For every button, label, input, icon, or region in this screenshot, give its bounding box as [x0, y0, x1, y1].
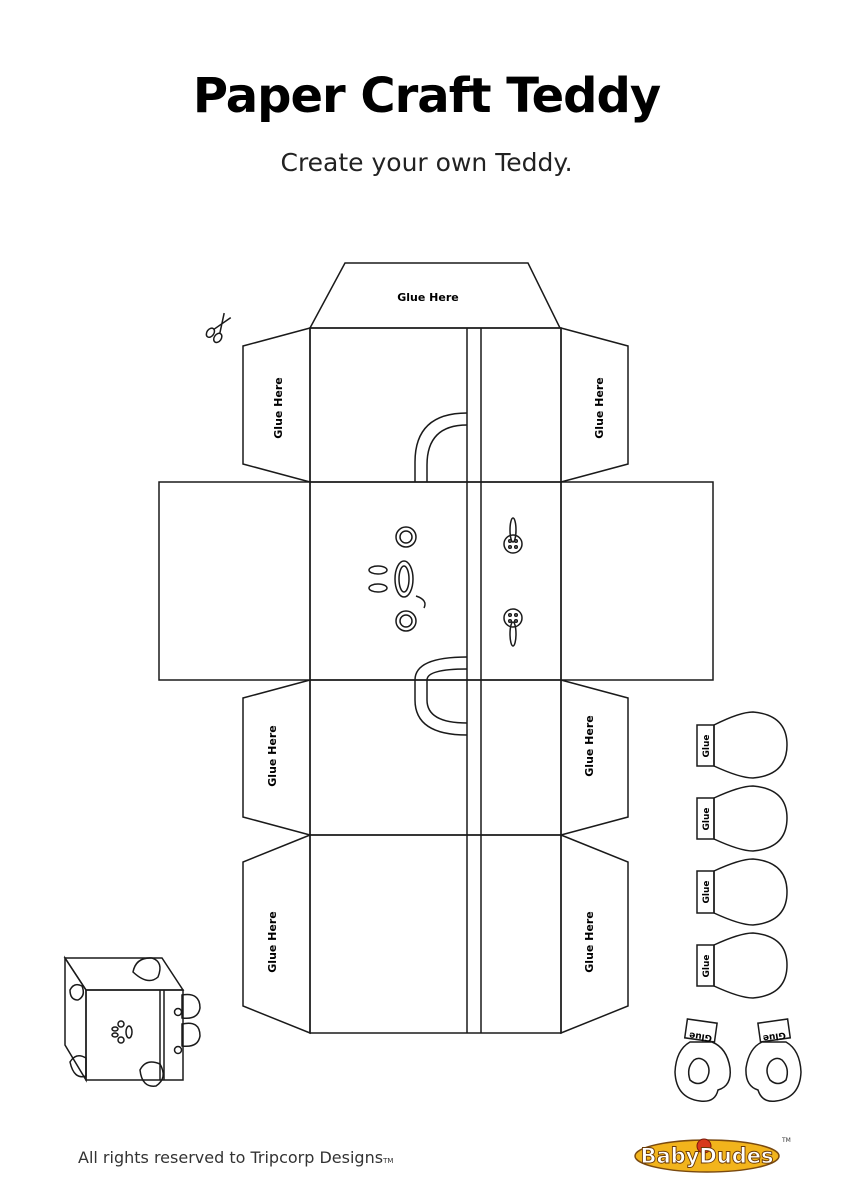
scissors-icon	[205, 312, 232, 344]
copyright-text: All rights reserved to Tripcorp Designs	[78, 1148, 384, 1167]
limb-glue-label-1: Glue	[702, 735, 712, 758]
snout-icon	[394, 560, 414, 598]
limb-glue-label-3: Glue	[702, 881, 712, 904]
lower-left-glue-flap	[242, 833, 311, 1035]
assembled-teddy-preview	[63, 955, 201, 1087]
flap-label-lower-right: Glue Here	[583, 911, 596, 972]
back-lower-panel	[309, 679, 562, 836]
flap-label-upper-left: Glue Here	[272, 377, 285, 438]
page-title: Paper Craft Teddy	[192, 68, 661, 124]
middle-right-glue-flap	[560, 679, 629, 836]
left-side-panel	[158, 481, 311, 681]
ear-piece-right	[745, 1018, 802, 1103]
flap-label-middle-right: Glue Here	[583, 715, 596, 776]
limb-piece-3	[696, 858, 788, 926]
right-side-panel	[560, 481, 714, 681]
right-eye-icon	[395, 610, 417, 632]
left-eye-icon	[395, 526, 417, 548]
face-panel	[309, 481, 562, 681]
upper-left-glue-flap	[242, 327, 311, 483]
mouth-icon	[415, 595, 426, 609]
button-icon-upper	[503, 517, 523, 554]
lower-right-glue-flap	[560, 833, 629, 1035]
top-flap-label: Glue Here	[397, 291, 458, 304]
logo-trademark: TM	[781, 1137, 791, 1144]
baby-dudes-logo: BabyDudes TM	[632, 1132, 792, 1176]
limb-glue-label-4: Glue	[702, 955, 712, 978]
ear-glue-label-right: Glue	[762, 1029, 786, 1042]
upper-right-glue-flap	[560, 327, 629, 483]
limb-piece-2	[696, 785, 788, 852]
lower-ear-inner	[426, 680, 468, 724]
flap-label-upper-right: Glue Here	[593, 377, 606, 438]
limb-piece-4	[696, 932, 788, 999]
back-upper-panel	[309, 327, 562, 483]
upper-ear-outline	[414, 412, 468, 482]
lower-ear-top-outline	[414, 656, 468, 681]
nostril-icon	[368, 565, 388, 575]
logo-wordmark: BabyDudes	[640, 1144, 773, 1168]
flap-label-middle-left: Glue Here	[266, 725, 279, 786]
ear-piece-left	[674, 1018, 731, 1103]
copyright-notice: All rights reserved to Tripcorp DesignsT…	[78, 1148, 393, 1167]
bottom-panel	[309, 834, 562, 1034]
limb-glue-label-2: Glue	[702, 808, 712, 831]
lower-ear-outline	[414, 680, 468, 736]
upper-ear-inner	[426, 424, 468, 482]
lower-ear-top-inner	[426, 668, 468, 681]
middle-left-glue-flap	[242, 679, 311, 836]
button-icon-lower	[503, 608, 523, 647]
limb-piece-1	[696, 711, 788, 779]
teddy-face	[368, 526, 426, 632]
flap-label-lower-left: Glue Here	[266, 911, 279, 972]
baby-dudes-logo-graphic: BabyDudes TM	[634, 1137, 791, 1173]
page-subtitle: Create your own Teddy.	[280, 148, 573, 177]
ear-glue-label-left: Glue	[689, 1029, 713, 1042]
copyright-trademark: TM	[383, 1157, 394, 1165]
